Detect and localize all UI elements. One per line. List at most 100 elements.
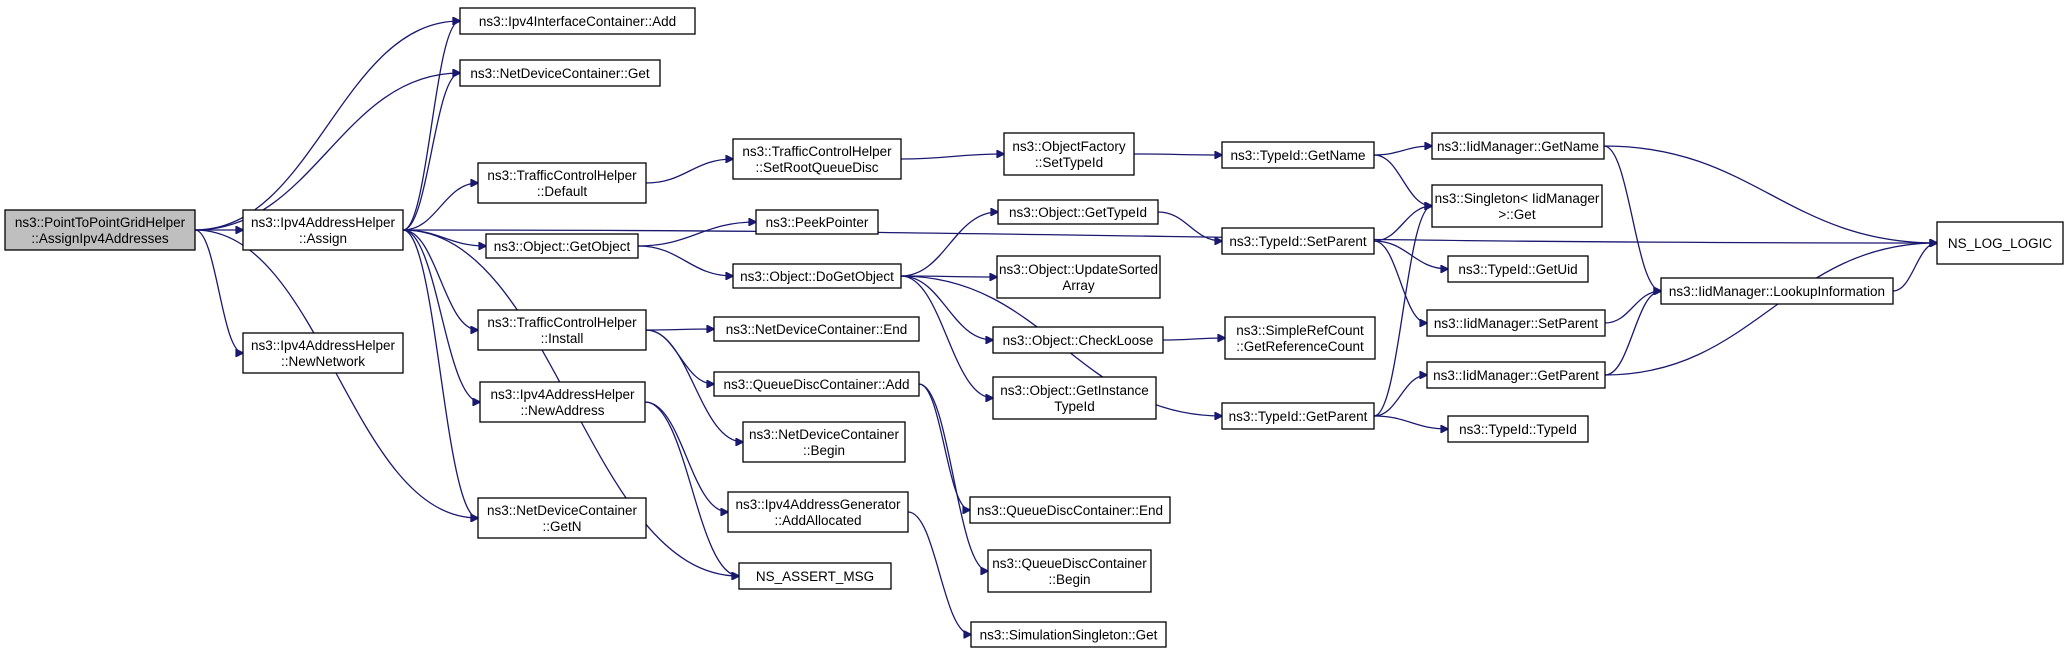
node-ndc-getn[interactable]: ns3::NetDeviceContainer::GetN xyxy=(477,497,647,539)
edge-tch-install-to-ndc-end xyxy=(645,329,714,330)
node-label: ::AddAllocated xyxy=(774,513,861,528)
node-ns-assert-msg[interactable]: NS_ASSERT_MSG xyxy=(738,562,892,590)
edge-root-to-ipv4ah-newnetwork xyxy=(194,229,243,353)
node-label: ::SetRootQueueDisc xyxy=(755,160,878,175)
node-label: ns3::TypeId::GetParent xyxy=(1229,409,1368,424)
edge-tch-default-to-tch-setroot xyxy=(645,159,733,184)
node-iidm-getname[interactable]: ns3::IidManager::GetName xyxy=(1431,132,1605,160)
node-peekpointer[interactable]: ns3::PeekPointer xyxy=(755,209,879,235)
node-ndc-begin[interactable]: ns3::NetDeviceContainer::Begin xyxy=(742,421,906,463)
node-simsingleton-get[interactable]: ns3::SimulationSingleton::Get xyxy=(970,621,1167,648)
node-label: ns3::Singleton< IidManager xyxy=(1435,191,1600,206)
node-label: ::Assign xyxy=(299,231,347,246)
node-box xyxy=(1426,309,1606,337)
node-tch-setroot[interactable]: ns3::TrafficControlHelper::SetRootQueueD… xyxy=(732,138,902,180)
node-qdc-add[interactable]: ns3::QueueDiscContainer::Add xyxy=(713,371,920,397)
node-label: ns3::IidManager::GetName xyxy=(1437,139,1599,154)
node-label: ns3::QueueDiscContainer::Add xyxy=(723,377,909,392)
node-typeid-typeid[interactable]: ns3::TypeId::TypeId xyxy=(1447,415,1589,443)
node-box xyxy=(1660,277,1894,305)
node-box xyxy=(997,199,1159,225)
node-box xyxy=(1221,227,1375,255)
edge-typeid-getname-to-iidm-getname xyxy=(1373,146,1432,156)
edge-root-to-ipv4ic-add xyxy=(194,21,460,231)
node-label: ns3::TypeId::TypeId xyxy=(1459,422,1577,437)
node-iidm-setparent[interactable]: ns3::IidManager::SetParent xyxy=(1426,309,1606,337)
node-label: ns3::Object::UpdateSorted xyxy=(999,262,1158,277)
node-label: ns3::PeekPointer xyxy=(766,215,869,230)
edge-ipv4ag-addalloc-to-simsingleton-get xyxy=(907,511,971,635)
edge-ipv4ah-newaddress-to-ipv4ag-addalloc xyxy=(644,401,728,512)
node-obj-dogetobject[interactable]: ns3::Object::DoGetObject xyxy=(732,263,902,289)
node-box xyxy=(713,371,920,397)
node-obj-checkloose[interactable]: ns3::Object::CheckLoose xyxy=(992,326,1164,354)
node-box xyxy=(242,332,404,374)
node-ndc-end[interactable]: ns3::NetDeviceContainer::End xyxy=(713,316,920,342)
node-ipv4ic-add[interactable]: ns3::Ipv4InterfaceContainer::Add xyxy=(459,7,696,35)
node-label: NS_ASSERT_MSG xyxy=(756,569,874,584)
node-box xyxy=(1003,132,1135,176)
node-label: ns3::ObjectFactory xyxy=(1012,139,1126,154)
node-tch-install[interactable]: ns3::TrafficControlHelper::Install xyxy=(477,309,647,351)
node-box xyxy=(738,562,892,590)
edge-tch-setroot-to-objfactory-settypeid xyxy=(900,154,1004,160)
node-label: ns3::TypeId::SetParent xyxy=(1229,234,1367,249)
node-box xyxy=(1447,415,1589,443)
node-box xyxy=(727,491,909,533)
node-label: ns3::IidManager::LookupInformation xyxy=(1669,284,1885,299)
node-root[interactable]: ns3::PointToPointGridHelper::AssignIpv4A… xyxy=(4,209,196,251)
node-simplerefcount[interactable]: ns3::SimpleRefCount::GetReferenceCount xyxy=(1224,316,1376,360)
node-ipv4ah-newnetwork[interactable]: ns3::Ipv4AddressHelper::NewNetwork xyxy=(242,332,404,374)
edge-ipv4ah-assign-to-tch-install xyxy=(402,229,478,330)
node-label: ::GetReferenceCount xyxy=(1236,339,1364,354)
node-typeid-setparent[interactable]: ns3::TypeId::SetParent xyxy=(1221,227,1375,255)
node-iidm-getparent[interactable]: ns3::IidManager::GetParent xyxy=(1426,361,1606,389)
node-label: ns3::Object::GetObject xyxy=(494,239,631,254)
node-typeid-getuid[interactable]: ns3::TypeId::GetUid xyxy=(1447,255,1589,283)
node-label: ns3::TrafficControlHelper xyxy=(487,315,637,330)
node-label: ::AssignIpv4Addresses xyxy=(31,231,169,246)
node-label: ns3::PointToPointGridHelper xyxy=(15,215,186,230)
edge-iidm-getparent-to-ns-log-logic xyxy=(1604,243,1937,376)
node-objfactory-settypeid[interactable]: ns3::ObjectFactory::SetTypeId xyxy=(1003,132,1135,176)
node-singleton-get[interactable]: ns3::Singleton< IidManager>::Get xyxy=(1431,184,1603,228)
node-typeid-getparent[interactable]: ns3::TypeId::GetParent xyxy=(1221,402,1375,430)
node-ns-log-logic[interactable]: NS_LOG_LOGIC xyxy=(1936,221,2064,265)
edge-ipv4ah-assign-to-ns-log-logic xyxy=(402,229,1937,243)
node-ipv4ag-addalloc[interactable]: ns3::Ipv4AddressGenerator::AddAllocated xyxy=(727,491,909,533)
node-box xyxy=(992,376,1157,420)
node-label: ns3::Object::CheckLoose xyxy=(1003,333,1154,348)
node-obj-getobject[interactable]: ns3::Object::GetObject xyxy=(485,233,639,259)
node-typeid-getname[interactable]: ns3::TypeId::GetName xyxy=(1221,141,1375,169)
node-label: ns3::NetDeviceContainer xyxy=(487,503,638,518)
edge-typeid-getparent-to-iidm-getparent xyxy=(1373,375,1427,417)
node-ndc-get[interactable]: ns3::NetDeviceContainer::Get xyxy=(459,59,661,87)
node-box xyxy=(970,621,1167,648)
edge-root-to-ndc-getn xyxy=(194,229,478,518)
edge-obj-dogetobject-to-obj-checkloose xyxy=(900,275,993,340)
node-label: ns3::TypeId::GetName xyxy=(1230,148,1365,163)
node-qdc-begin[interactable]: ns3::QueueDiscContainer::Begin xyxy=(987,549,1152,593)
node-box xyxy=(477,162,647,204)
edge-ipv4ah-assign-to-ndc-get xyxy=(402,73,460,231)
edge-qdc-add-to-qdc-end xyxy=(918,383,970,510)
node-label: ns3::IidManager::GetParent xyxy=(1433,368,1599,383)
node-label: ns3::TrafficControlHelper xyxy=(487,168,637,183)
node-obj-gettypeid[interactable]: ns3::Object::GetTypeId xyxy=(997,199,1159,225)
node-label: ::Default xyxy=(537,184,588,199)
node-ipv4ah-newaddress[interactable]: ns3::Ipv4AddressHelper::NewAddress xyxy=(479,381,646,423)
node-iidm-lookup[interactable]: ns3::IidManager::LookupInformation xyxy=(1660,277,1894,305)
node-qdc-end[interactable]: ns3::QueueDiscContainer::End xyxy=(969,496,1171,524)
node-box xyxy=(1447,255,1589,283)
edge-obj-getobject-to-peekpointer xyxy=(637,222,756,247)
node-box xyxy=(479,381,646,423)
node-ipv4ah-assign[interactable]: ns3::Ipv4AddressHelper::Assign xyxy=(242,209,404,251)
edge-obj-gettypeid-to-typeid-setparent xyxy=(1157,211,1222,241)
node-tch-default[interactable]: ns3::TrafficControlHelper::Default xyxy=(477,162,647,204)
edge-iidm-setparent-to-iidm-lookup xyxy=(1604,291,1661,324)
edge-obj-getobject-to-obj-dogetobject xyxy=(637,245,733,276)
edge-tch-install-to-ndc-begin xyxy=(645,329,743,442)
node-box xyxy=(1221,141,1375,169)
